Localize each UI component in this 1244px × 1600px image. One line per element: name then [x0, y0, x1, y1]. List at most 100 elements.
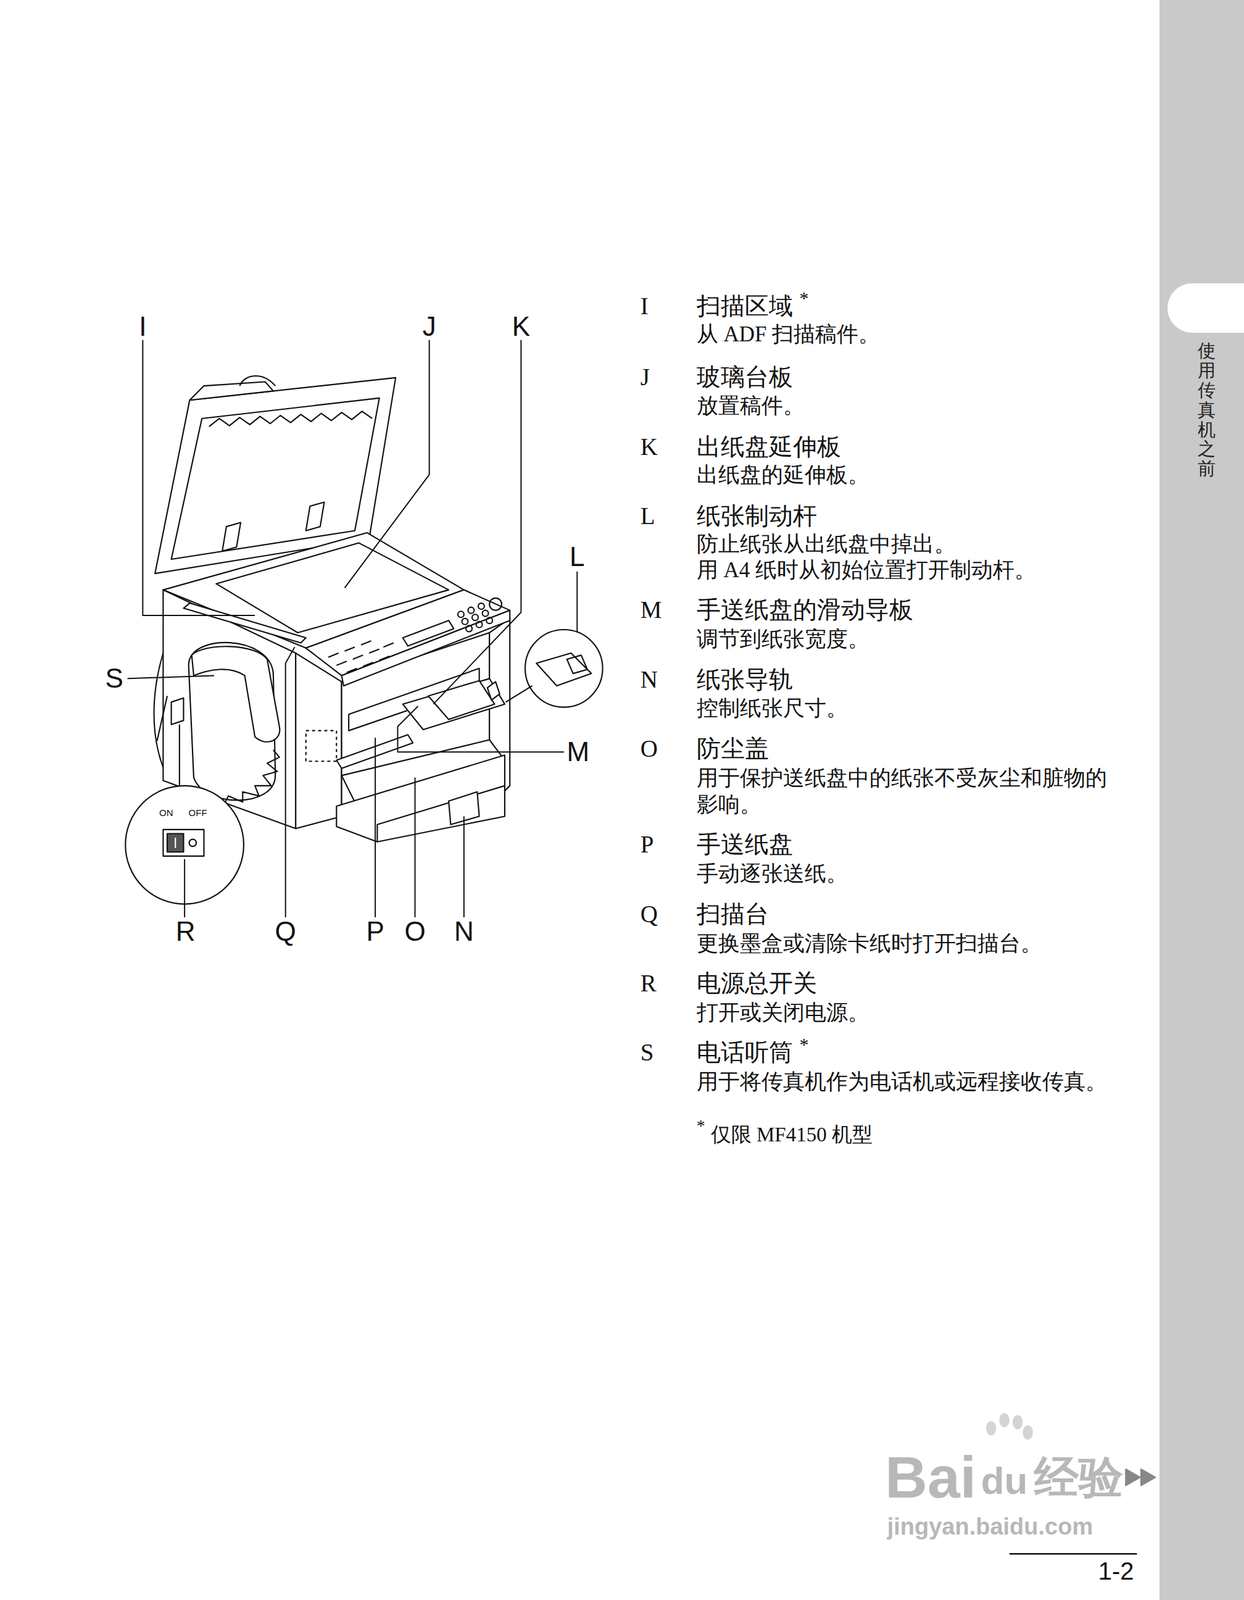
adf-tray [189, 381, 274, 400]
key [457, 610, 465, 618]
watermark-paw [986, 1412, 1033, 1439]
callout-letter: R [175, 914, 196, 948]
hidden-guide [306, 730, 337, 762]
part-description: 出纸盘的延伸板。 [696, 462, 870, 489]
part-name: 纸张导轨 [696, 664, 793, 694]
footnote-mark: * [799, 286, 809, 310]
front-column [295, 652, 342, 829]
part-letter: O [640, 733, 658, 763]
watermark: du [981, 1457, 1029, 1504]
cassette-rim [377, 785, 505, 842]
switch-on-body [171, 697, 184, 725]
part-name: 防尘盖 [696, 733, 769, 763]
inset-link [178, 724, 181, 786]
panel-display [402, 620, 455, 646]
leader-line [414, 777, 416, 917]
part-name: 电源总开关 [696, 968, 817, 998]
part-name: 扫描区域 [696, 291, 793, 321]
page-rule [1009, 1552, 1138, 1554]
switch-label: ON [159, 807, 174, 819]
part-letter: J [640, 362, 650, 392]
panel-buttons [328, 640, 394, 672]
section-tab [1167, 283, 1244, 333]
part-letter: K [640, 431, 658, 461]
part-letter: Q [640, 899, 658, 929]
footnote-mark: * [696, 1115, 706, 1137]
paw-toe [986, 1420, 997, 1435]
leader-line [463, 815, 465, 917]
callout-letter: I [138, 309, 147, 343]
key [465, 625, 473, 632]
adf-handle [239, 375, 276, 386]
scan-strip [183, 602, 306, 643]
part-description: 用 A4 纸时从初始位置打开制动杆。 [696, 557, 1037, 584]
stopper-detail [536, 652, 592, 686]
part-name: 电话听筒 [696, 1037, 793, 1067]
paper-stopper [487, 681, 500, 700]
paw-toe [1022, 1424, 1033, 1439]
keypad [457, 597, 502, 632]
part-name: 玻璃台板 [696, 362, 793, 392]
leader-line [127, 675, 215, 679]
inset-circle [525, 629, 603, 708]
stopper-inset [505, 629, 603, 708]
part-description: 更换墨盒或清除卡纸时打开扫描台。 [696, 930, 1043, 957]
switch-rocker [167, 833, 184, 853]
handset [154, 642, 281, 805]
leader-line [576, 571, 578, 633]
leader-lines [127, 340, 578, 917]
lid-inner [171, 398, 380, 560]
part-name: 手送纸盘 [696, 829, 793, 859]
lid-hinge [306, 501, 325, 531]
callout-letter: S [104, 661, 123, 695]
part-letter: M [640, 595, 663, 625]
part-description: 手动逐张送纸。 [696, 860, 848, 887]
callout-letter: P [365, 914, 384, 948]
handset-body [191, 646, 281, 742]
key [486, 617, 493, 624]
key [472, 613, 479, 621]
inset-link [505, 685, 533, 702]
part-description: 用于将传真机作为电话机或远程接收传真。 [696, 1068, 1108, 1095]
watermark: jingyan.baidu.com [887, 1512, 1094, 1541]
output-tray [402, 678, 505, 730]
part-name: 出纸盘延伸板 [696, 431, 842, 461]
part-letter: L [640, 501, 656, 531]
leader-line [344, 340, 430, 589]
part-letter: R [640, 968, 657, 998]
part-letter: S [640, 1037, 655, 1067]
next-arrows [1125, 1468, 1156, 1485]
part-description: 放置稿件。 [696, 393, 805, 419]
watermark: Bai [884, 1441, 977, 1512]
on-mark [174, 837, 176, 848]
callout-letter: K [512, 309, 531, 343]
handset-cord [214, 749, 280, 805]
callout-letter: Q [275, 914, 297, 948]
switch-label: OFF [188, 807, 208, 819]
leader-line [374, 737, 376, 917]
key [478, 602, 485, 610]
callout-letter: N [454, 914, 474, 948]
part-letter: N [640, 664, 658, 694]
part-name: 纸张制动杆 [696, 501, 817, 531]
leader-line [142, 340, 255, 616]
key [462, 618, 469, 625]
power-switch [162, 829, 204, 856]
leader-line [183, 858, 186, 917]
lid-hinge [222, 522, 241, 552]
part-letter: I [640, 291, 649, 321]
section-tab-band: 使用传真机之前 [1159, 0, 1244, 1600]
paw-toe [1012, 1414, 1024, 1429]
callout-letter: L [569, 540, 585, 574]
part-description: 打开或关闭电源。 [696, 999, 870, 1026]
part-description: 防止纸张从出纸盘中掉出。 [696, 531, 956, 558]
leader-line [397, 705, 564, 752]
start-key [489, 597, 502, 611]
key [482, 610, 489, 617]
key [467, 607, 474, 614]
tray-extension [428, 680, 495, 720]
page-number: 1-2 [1098, 1555, 1135, 1586]
part-name: 手送纸盘的滑动导板 [696, 595, 914, 625]
chapter-title: 使用传真机之前 [1197, 341, 1216, 479]
